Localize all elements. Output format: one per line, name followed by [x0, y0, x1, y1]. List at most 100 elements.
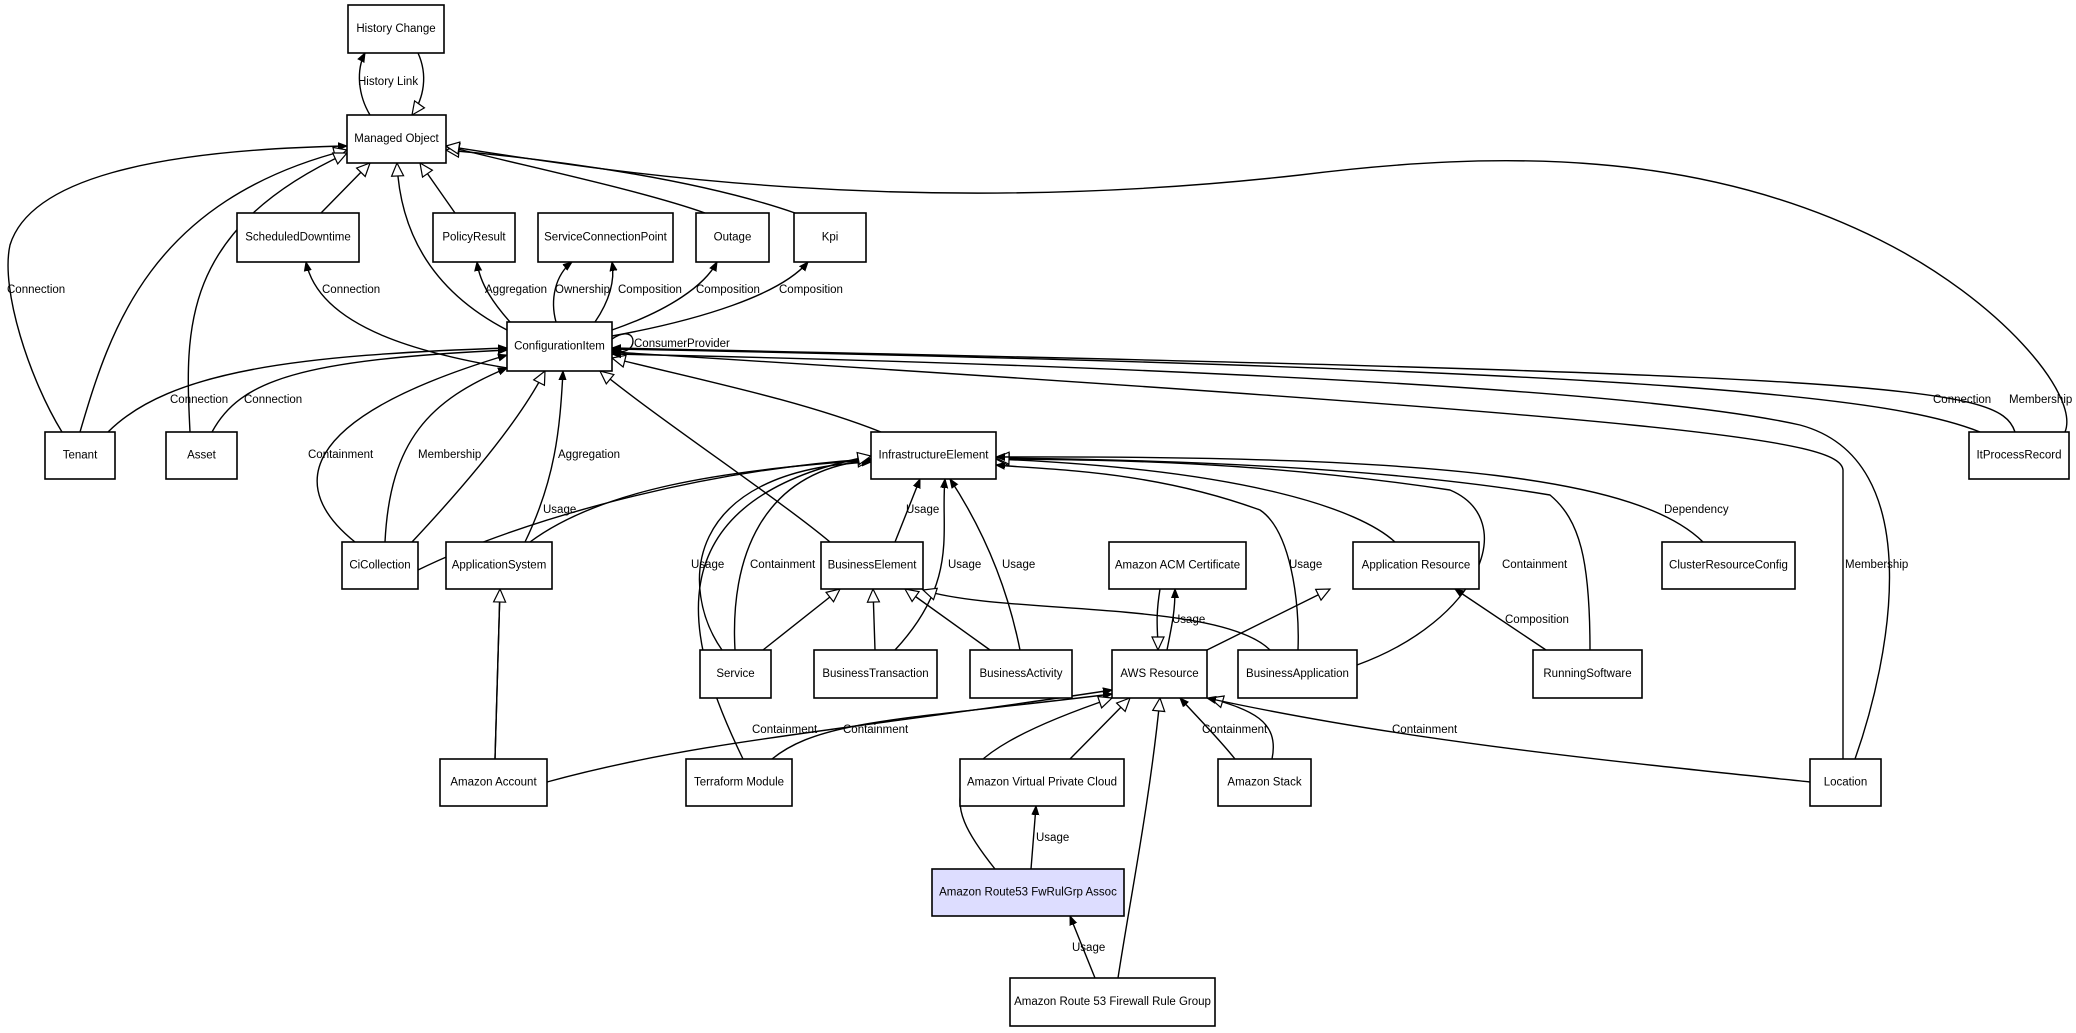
node-business-transaction[interactable]: BusinessTransaction — [813, 649, 938, 699]
node-managed-object[interactable]: Managed Object — [346, 114, 447, 164]
inheritance-arrow — [529, 453, 873, 543]
node-box[interactable] — [1217, 758, 1312, 807]
node-box[interactable] — [1532, 649, 1643, 699]
edge-label: ConsumerProvider — [634, 338, 730, 350]
node-amazon-stack[interactable]: Amazon Stack — [1217, 758, 1312, 807]
node-box[interactable] — [695, 212, 770, 263]
node-box[interactable] — [506, 321, 613, 372]
node-box[interactable] — [813, 649, 938, 699]
node-ci-collection[interactable]: CiCollection — [341, 541, 419, 590]
node-box[interactable] — [1809, 758, 1882, 807]
node-route53-firewall-rule-group[interactable]: Amazon Route 53 Firewall Rule Group — [1009, 977, 1216, 1027]
node-box[interactable] — [347, 4, 445, 54]
node-cluster-resource-config[interactable]: ClusterResourceConfig — [1661, 541, 1796, 590]
node-aws-resource[interactable]: AWS Resource — [1111, 649, 1208, 699]
node-label: Terraform Module — [694, 777, 784, 789]
node-infrastructure-element[interactable]: InfrastructureElement — [870, 431, 997, 480]
node-box[interactable] — [699, 649, 772, 699]
node-application-system[interactable]: ApplicationSystem — [445, 541, 553, 590]
inheritance-arrow — [994, 452, 1396, 543]
edge-aws-resource-to-application-resource — [1206, 588, 1332, 651]
node-outage[interactable]: Outage — [695, 212, 770, 263]
node-box[interactable] — [1661, 541, 1796, 590]
node-scheduled-downtime[interactable]: ScheduledDowntime — [236, 212, 360, 263]
edge-label: Connection — [7, 284, 65, 296]
node-running-software[interactable]: RunningSoftware — [1532, 649, 1643, 699]
association-arrow — [552, 262, 572, 323]
node-box[interactable] — [432, 212, 516, 263]
edge-label: Containment — [1502, 559, 1568, 571]
edge-aws-resource-to-amazon-acm-certificate — [1166, 589, 1175, 651]
node-box[interactable] — [445, 541, 553, 590]
node-asset[interactable]: Asset — [165, 431, 238, 480]
node-box[interactable] — [931, 868, 1125, 917]
node-it-process-record[interactable]: ItProcessRecord — [1968, 431, 2070, 480]
node-box[interactable] — [870, 431, 997, 480]
edge-label: Usage — [906, 504, 939, 516]
node-amazon-account[interactable]: Amazon Account — [439, 758, 548, 807]
node-label: BusinessApplication — [1246, 668, 1349, 680]
edge-location-to-configuration-item — [612, 354, 1891, 760]
node-business-application[interactable]: BusinessApplication — [1237, 649, 1358, 699]
inheritance-arrow — [79, 146, 349, 433]
edge-configuration-item-to-scheduled-downtime — [306, 262, 508, 369]
edge-label: Composition — [618, 284, 682, 296]
node-box[interactable] — [1237, 649, 1358, 699]
node-box[interactable] — [1009, 977, 1216, 1027]
node-box[interactable] — [820, 541, 924, 590]
association-arrow — [359, 53, 371, 116]
node-service[interactable]: Service — [699, 649, 772, 699]
node-box[interactable] — [685, 758, 793, 807]
node-label: Asset — [187, 450, 217, 462]
node-policy-result[interactable]: PolicyResult — [432, 212, 516, 263]
edge-label: Containment — [308, 449, 374, 461]
association-arrow — [771, 694, 1112, 760]
node-box[interactable] — [1111, 649, 1208, 699]
node-box[interactable] — [346, 114, 447, 164]
node-route53-fwrulgrp-assoc[interactable]: Amazon Route53 FwRulGrp Assoc — [931, 868, 1125, 917]
node-location[interactable]: Location — [1809, 758, 1882, 807]
edge-service-to-infrastructure-element — [733, 460, 871, 651]
node-service-connection-point[interactable]: ServiceConnectionPoint — [537, 212, 674, 263]
edge-label: Connection — [1933, 394, 1991, 406]
node-box[interactable] — [1968, 431, 2070, 480]
node-box[interactable] — [793, 212, 867, 263]
inheritance-arrow — [320, 161, 372, 214]
node-amazon-vpc[interactable]: Amazon Virtual Private Cloud — [959, 758, 1125, 807]
edge-ci-collection-to-configuration-item — [411, 369, 546, 543]
node-label: ItProcessRecord — [1976, 450, 2061, 462]
edge-business-activity-to-infrastructure-element — [950, 479, 1021, 651]
node-box[interactable] — [537, 212, 674, 263]
node-business-activity[interactable]: BusinessActivity — [969, 649, 1073, 699]
node-configuration-item[interactable]: ConfigurationItem — [506, 321, 613, 372]
node-amazon-acm-certificate[interactable]: Amazon ACM Certificate — [1108, 541, 1247, 590]
node-application-resource[interactable]: Application Resource — [1352, 541, 1480, 590]
node-box[interactable] — [959, 758, 1125, 807]
node-box[interactable] — [165, 431, 238, 480]
node-terraform-module[interactable]: Terraform Module — [685, 758, 793, 807]
node-box[interactable] — [236, 212, 360, 263]
association-arrow — [894, 479, 921, 543]
node-label: ApplicationSystem — [452, 560, 547, 572]
edge-tenant-to-configuration-item — [107, 348, 507, 433]
edge-route53-firewall-rule-group-to-route53-fwrulgrp-assoc — [1069, 916, 1096, 979]
node-kpi[interactable]: Kpi — [793, 212, 867, 263]
association-arrow — [594, 262, 613, 323]
node-history-change[interactable]: History Change — [347, 4, 445, 54]
node-tenant[interactable]: Tenant — [44, 431, 116, 480]
node-business-element[interactable]: BusinessElement — [820, 541, 924, 590]
edge-business-activity-to-business-element — [903, 588, 991, 651]
node-box[interactable] — [1352, 541, 1480, 590]
node-box[interactable] — [439, 758, 548, 807]
association-arrow — [1030, 806, 1036, 870]
node-box[interactable] — [1108, 541, 1247, 590]
node-box[interactable] — [969, 649, 1073, 699]
edge-label: Usage — [1002, 559, 1035, 571]
inheritance-arrow — [866, 587, 881, 651]
node-label: Amazon Virtual Private Cloud — [967, 777, 1117, 789]
edge-label: Usage — [543, 504, 576, 516]
node-box[interactable] — [341, 541, 419, 590]
node-box[interactable] — [44, 431, 116, 480]
inheritance-arrow — [419, 161, 456, 214]
